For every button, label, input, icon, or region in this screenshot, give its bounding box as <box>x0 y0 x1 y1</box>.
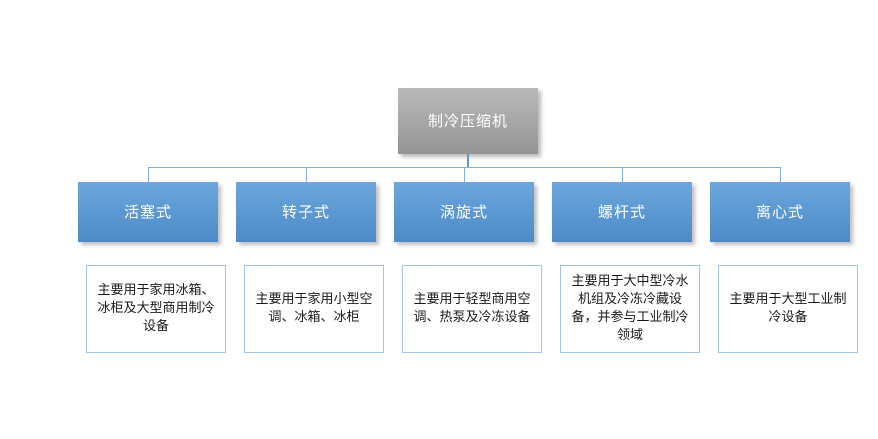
category-node-3[interactable]: 涡旋式 <box>394 182 534 242</box>
description-box-3: 主要用于轻型商用空调、热泵及冷冻设备 <box>402 265 542 353</box>
category-node-1[interactable]: 活塞式 <box>78 182 218 242</box>
category-node-2[interactable]: 转子式 <box>236 182 376 242</box>
connector-drop-1 <box>148 167 149 182</box>
category-node-4-label: 螺杆式 <box>597 203 646 221</box>
connector-drop-4 <box>622 167 623 182</box>
description-box-4: 主要用于大中型冷水机组及冷冻冷藏设备，并参与工业制冷领域 <box>560 265 700 353</box>
category-node-3-label: 涡旋式 <box>439 203 488 221</box>
category-node-5-label: 离心式 <box>755 203 804 221</box>
description-box-3-text: 主要用于轻型商用空调、热泵及冷冻设备 <box>413 292 531 325</box>
connector-root-stem <box>467 154 469 168</box>
root-node-refrigeration-compressor[interactable]: 制冷压缩机 <box>398 88 538 154</box>
connector-drop-2 <box>306 167 307 182</box>
root-node-label: 制冷压缩机 <box>427 112 508 130</box>
connector-drop-5 <box>780 167 781 182</box>
description-box-2-text: 主要用于家用小型空调、冰箱、冰柜 <box>255 292 373 325</box>
category-node-4[interactable]: 螺杆式 <box>552 182 692 242</box>
description-box-1-text: 主要用于家用冰箱、冰柜及大型商用制冷设备 <box>97 283 215 334</box>
description-box-2: 主要用于家用小型空调、冰箱、冰柜 <box>244 265 384 353</box>
category-node-5[interactable]: 离心式 <box>710 182 850 242</box>
description-box-4-text: 主要用于大中型冷水机组及冷冻冷藏设备，并参与工业制冷领域 <box>571 274 689 343</box>
description-box-1: 主要用于家用冰箱、冰柜及大型商用制冷设备 <box>86 265 226 353</box>
connector-drop-3 <box>464 167 465 182</box>
description-box-5-text: 主要用于大型工业制冷设备 <box>729 292 847 325</box>
category-node-1-label: 活塞式 <box>123 203 172 221</box>
description-box-5: 主要用于大型工业制冷设备 <box>718 265 858 353</box>
category-node-2-label: 转子式 <box>281 203 330 221</box>
